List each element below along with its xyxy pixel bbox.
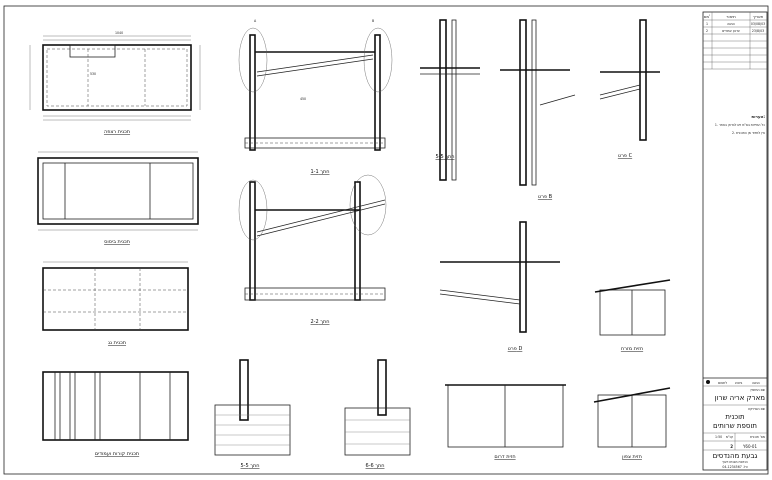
drawing-caption: חזית צפון — [622, 454, 642, 460]
drawing-caption: תכנית רצפה — [104, 129, 130, 135]
project-title: תוכנית — [725, 413, 744, 421]
rev-desc: עדכון עמודים — [722, 29, 740, 33]
scale-value: 1:50 — [715, 435, 722, 439]
drawing-caption: חתך 2-2 — [311, 319, 330, 325]
detail-d: פרט D — [439, 221, 560, 352]
stage-option: לתאום — [718, 381, 727, 385]
rev-date: 03/08/03 — [751, 22, 765, 26]
drawing-caption: תכנית ביסוס — [104, 239, 130, 245]
sheet-number: 2 — [730, 444, 733, 449]
drawing-caption: חתך 5-5 — [241, 463, 260, 469]
rev-header: תיאור — [726, 14, 736, 19]
rev-header: תאריך — [753, 14, 764, 19]
dim-label: 450 — [300, 97, 306, 101]
rev-header: מס' — [704, 14, 710, 19]
drawing-caption: חתך 6-6 — [366, 463, 385, 469]
scale-label: קנ"מ — [726, 435, 734, 439]
dim-label: 1040 — [115, 31, 123, 35]
drawing-caption: חתך 5-5 — [436, 154, 455, 160]
drawing-caption: פרט B — [538, 194, 553, 200]
beams-plan: תכנית קורות ועמודים — [42, 371, 189, 457]
project-label: שם הפרויקט — [748, 407, 766, 411]
detail-a: חתך 5-5 — [420, 19, 480, 181]
roof-plan: תכנית גג — [42, 261, 189, 346]
rev-date: 23/8/03 — [752, 29, 764, 33]
rev-num: 2 — [706, 29, 708, 33]
office-contact: טל. 04-1234567 — [722, 465, 747, 469]
drawing-caption: חזית מזרח — [621, 346, 643, 352]
detail-marker: A — [254, 19, 257, 23]
note-item: 1. כל המידות בס"מ ויש לבדוק באתר — [715, 123, 765, 127]
drawing-caption: פרט C — [618, 153, 633, 159]
drawing-caption: חתך 1-1 — [311, 169, 330, 175]
notes-title: הערות: — [751, 114, 765, 119]
elevation-north: חזית צפון — [593, 387, 671, 460]
elevation-east: חזית מזרח — [594, 279, 671, 352]
drawing-caption: פרט D — [508, 346, 523, 352]
drawing-no-label: מס' תוכנית — [750, 435, 765, 439]
drawing-caption: תכנית קורות ועמודים — [95, 451, 139, 457]
office-name: גבעת מהנדסים — [713, 452, 758, 460]
drawing-number: Y60-01 — [742, 444, 758, 449]
stage-option: הגשה — [752, 381, 760, 385]
elevation-south: חזית דרום — [445, 384, 566, 460]
detail-marker: B — [372, 19, 374, 23]
note-item: 2. אין למדוד מן התוכנית — [732, 131, 765, 135]
sheet-border — [3, 5, 769, 475]
stage-option: ביצוע — [735, 381, 742, 385]
detail-c: פרט C — [599, 19, 660, 159]
section-5-5: חתך 5-5 — [214, 359, 291, 469]
rev-desc: הגשה — [727, 22, 735, 26]
drawing-caption: תכנית גג — [108, 340, 126, 346]
client-label: שם המזמין — [751, 388, 766, 392]
drawing-caption: חזית דרום — [494, 454, 515, 460]
foundation-plan: תכנית ביסוס — [37, 151, 199, 245]
stage-radio-selected[interactable] — [706, 380, 710, 384]
client-name: מארק אריה שרון — [715, 394, 766, 402]
detail-b: פרט B — [500, 19, 576, 200]
dim-label: 530 — [90, 72, 96, 76]
revision-table: תאריך תיאור מס' 03/08/03 הגשה 1 23/8/03 … — [703, 12, 767, 70]
office-sub: הנדסת מבנים ויעוץ — [722, 460, 748, 464]
section-6-6: חתך 6-6 — [344, 359, 411, 469]
title-block: תאריך תיאור מס' 03/08/03 הגשה 1 23/8/03 … — [702, 11, 768, 471]
project-title: תוספת שרותים — [713, 422, 757, 430]
rev-num: 1 — [706, 22, 708, 26]
section-1-1: 450 A B חתך 1-1 — [238, 19, 393, 175]
section-2-2: חתך 2-2 — [238, 174, 387, 325]
floor-plan: 1040 530 תכנית רצפה — [29, 31, 201, 135]
